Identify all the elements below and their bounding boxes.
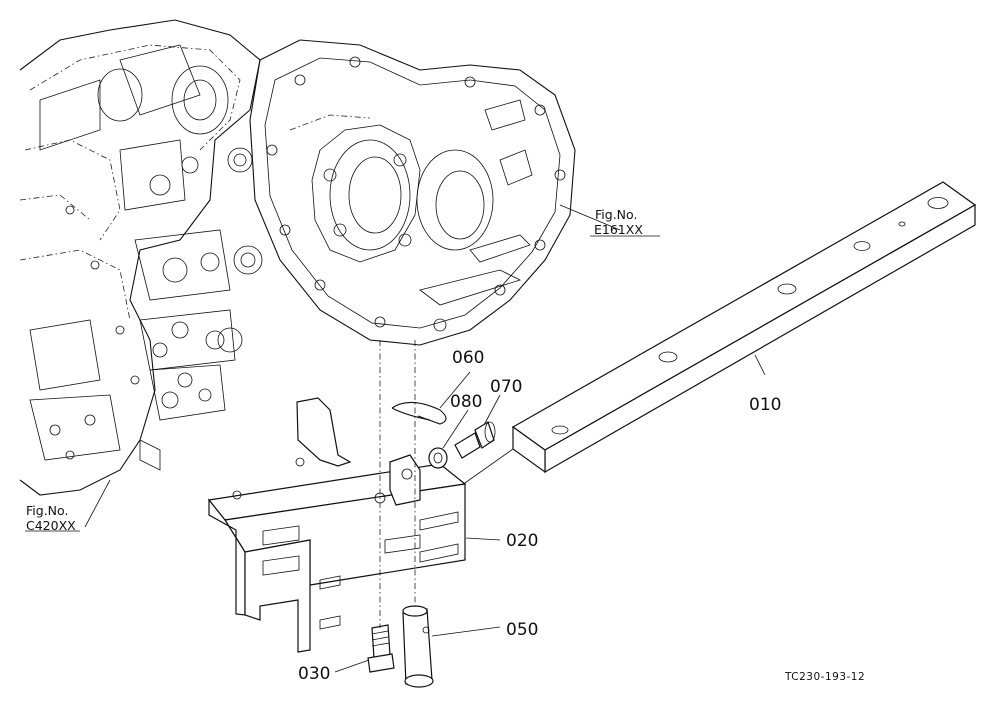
assembly-centerlines	[379, 340, 514, 628]
fig-ref-e161-label: Fig.No.	[595, 207, 637, 222]
drawbar-bracket	[207, 397, 467, 653]
drawbar	[511, 181, 977, 474]
fig-ref-c420-label: Fig.No.	[26, 503, 68, 518]
callout-010[interactable]: 010	[749, 395, 781, 415]
callout-080[interactable]: 080	[450, 392, 482, 412]
pin	[402, 605, 434, 688]
transmission-housing-left	[19, 19, 263, 496]
callout-060[interactable]: 060	[452, 348, 484, 368]
clutch-housing	[249, 39, 576, 346]
washer	[428, 447, 448, 469]
callout-050[interactable]: 050	[506, 620, 538, 640]
drawing-code: TC230-193-12	[784, 671, 865, 683]
bolt	[367, 624, 395, 673]
callout-020[interactable]: 020	[506, 531, 538, 551]
leader-lines	[25, 204, 766, 673]
callout-030[interactable]: 030	[298, 664, 330, 684]
hitch-pin-clip	[391, 401, 447, 425]
callout-070[interactable]: 070	[490, 377, 522, 397]
plug-fitting	[454, 421, 496, 459]
fig-ref-e161-code[interactable]: E161XX	[594, 222, 643, 237]
fig-ref-c420-code[interactable]: C420XX	[26, 518, 76, 533]
